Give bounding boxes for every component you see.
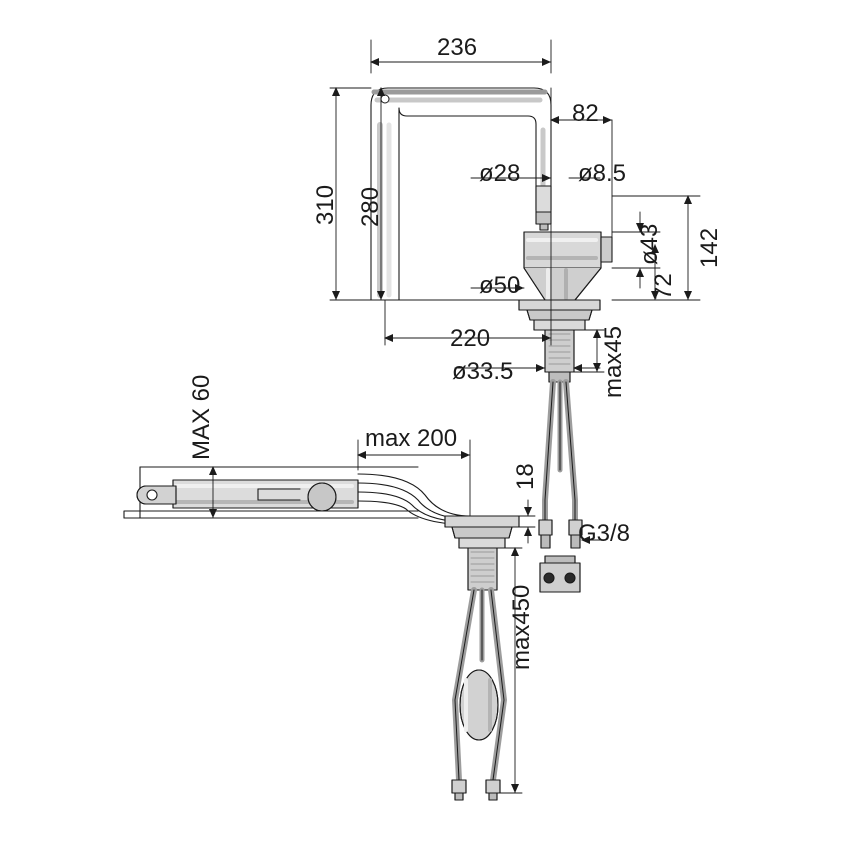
front-view-body: [518, 231, 613, 383]
dimension-label-142: 142: [696, 227, 723, 268]
dimension-label-d28: ø28: [479, 160, 521, 187]
front-view-hoses: [538, 379, 583, 593]
dimension-label-18: 18: [512, 463, 539, 490]
dimension-label-max450: max450: [508, 584, 535, 670]
front-view-outlet-head: [535, 185, 552, 231]
dimension-label-72: 72: [650, 273, 677, 300]
dimension-label-max45: max45: [600, 325, 627, 398]
dimension-lines: [209, 39, 701, 794]
dimension-label-310: 310: [312, 184, 339, 225]
dimension-label-82: 82: [572, 100, 599, 127]
dimension-label-d85: ø8.5: [578, 160, 627, 187]
dimension-label-max200: max 200: [365, 425, 458, 452]
dimension-label-280: 280: [357, 186, 384, 227]
dimension-label-g38: G3/8: [578, 520, 631, 547]
dimension-label-220: 220: [450, 325, 491, 352]
plan-view: [123, 466, 520, 801]
dimension-label-d335: ø33.5: [452, 358, 514, 385]
dimension-label-d50: ø50: [479, 272, 521, 299]
dimension-label-236: 236: [437, 34, 478, 61]
dimension-label-max60: MAX 60: [188, 374, 215, 460]
dimension-label-d43: ø43: [636, 223, 663, 265]
